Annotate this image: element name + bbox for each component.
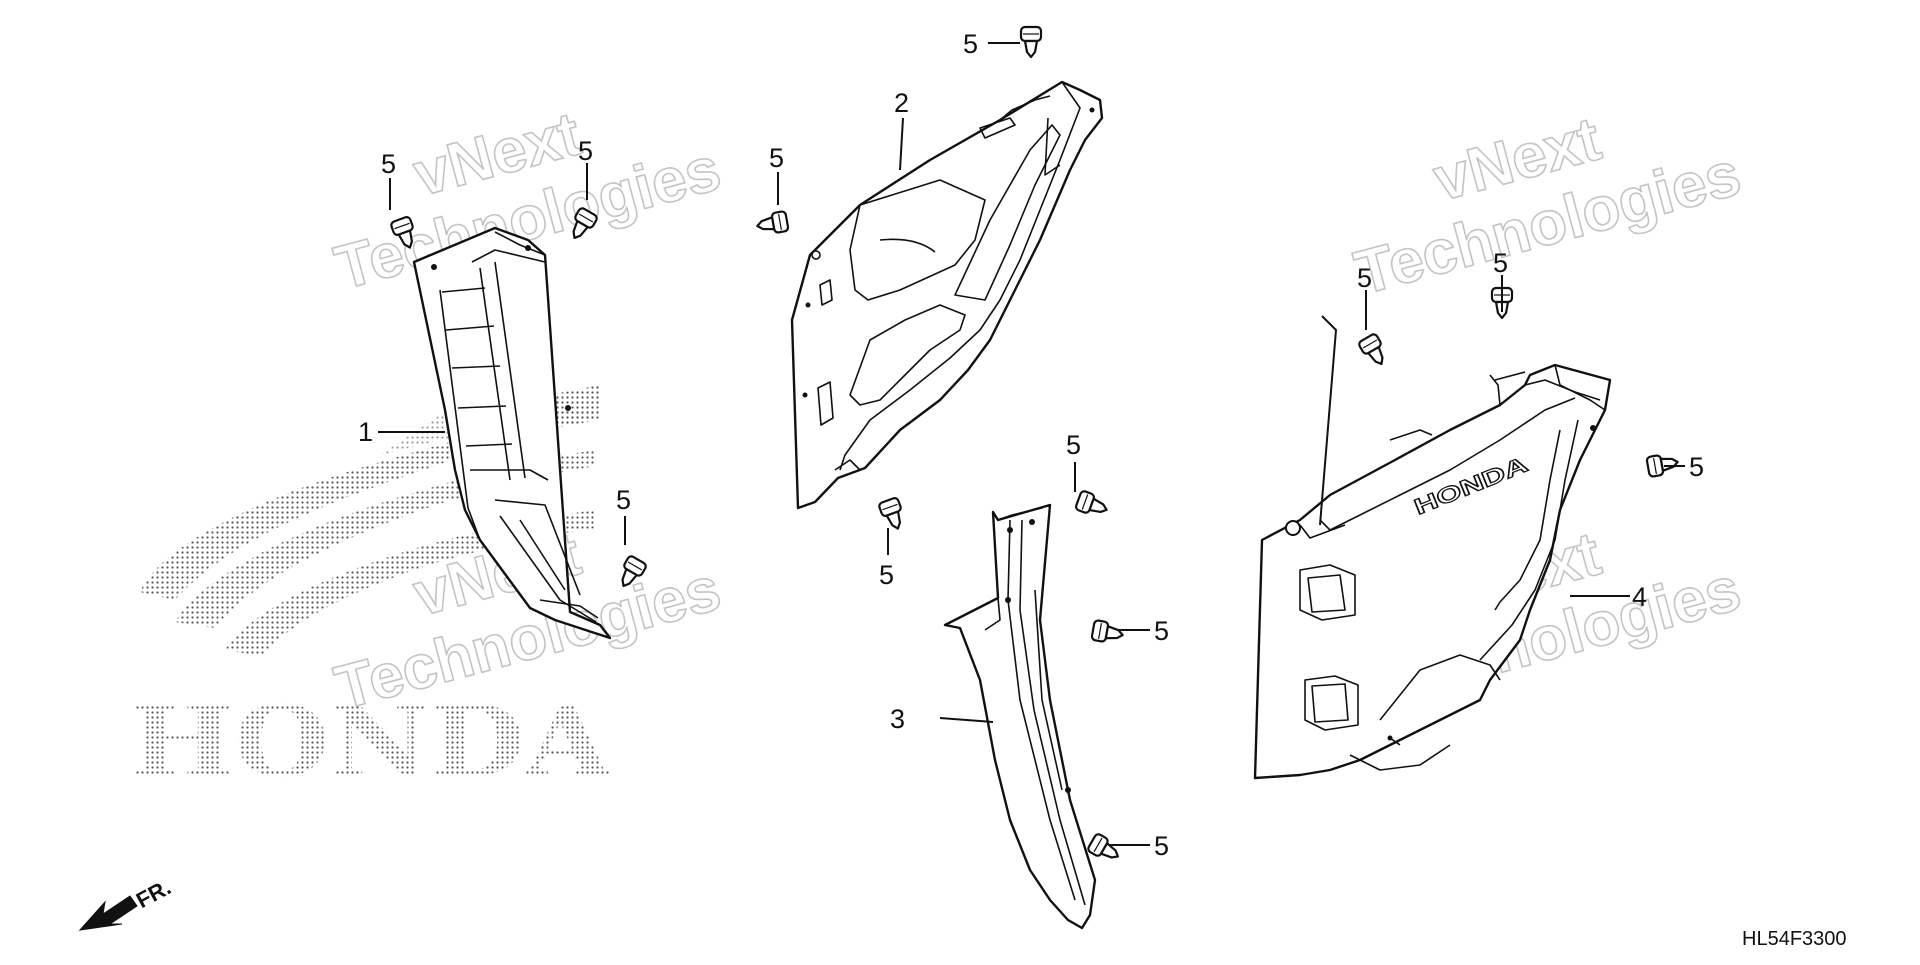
part-1-left-guard bbox=[412, 226, 612, 640]
callout-5: 5 bbox=[381, 149, 396, 179]
callout-5: 5 bbox=[963, 29, 978, 59]
part-3-lower-strip bbox=[943, 503, 1097, 930]
callout-5: 5 bbox=[1357, 263, 1372, 293]
front-arrow-icon: FR. bbox=[78, 874, 175, 931]
callout-5: 5 bbox=[1066, 430, 1081, 460]
part-4-side-panel: HONDA bbox=[1253, 363, 1612, 780]
callout-5: 5 bbox=[1493, 248, 1508, 278]
callout-5: 5 bbox=[1154, 616, 1169, 646]
front-label: FR. bbox=[132, 874, 175, 913]
callout-5: 5 bbox=[1689, 452, 1704, 482]
callout-5: 5 bbox=[769, 143, 784, 173]
callout-4: 4 bbox=[1632, 582, 1647, 612]
reference-code: HL54F3300 bbox=[1742, 928, 1847, 950]
callout-1: 1 bbox=[358, 417, 373, 447]
leader-lines bbox=[378, 42, 1685, 846]
callout-3: 3 bbox=[890, 704, 905, 734]
honda-logo-text: HONDA bbox=[130, 685, 612, 798]
callout-5: 5 bbox=[879, 560, 894, 590]
part-2-upper-panel bbox=[790, 80, 1104, 510]
callout-5: 5 bbox=[1154, 831, 1169, 861]
callout-2: 2 bbox=[894, 88, 909, 118]
callout-labels: 1 2 3 4 5 5 5 5 5 5 5 5 5 5 5 5 bbox=[358, 29, 1704, 861]
callout-5: 5 bbox=[578, 136, 593, 166]
callout-5: 5 bbox=[616, 485, 631, 515]
